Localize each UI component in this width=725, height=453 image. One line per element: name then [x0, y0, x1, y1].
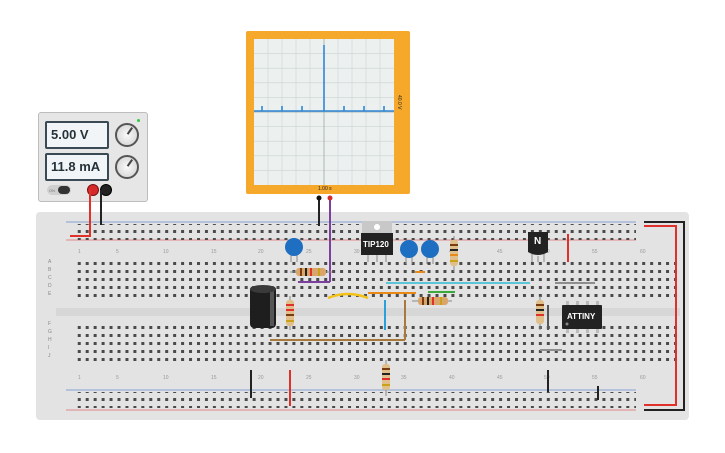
electrolytic-capacitor[interactable] [250, 285, 276, 328]
ceramic-capacitor-3[interactable] [421, 240, 439, 264]
row-letters-top: A B C D E [48, 258, 52, 298]
scope-time-per-div: 1.00 s [318, 186, 332, 192]
right-black-rail-wire[interactable] [644, 221, 685, 411]
ceramic-capacitor-2[interactable] [400, 240, 418, 264]
row-letter: G [48, 329, 52, 335]
resistor-horizontal-2[interactable] [412, 297, 452, 305]
resistor-horizontal-1[interactable] [290, 268, 332, 276]
scope-volts-per-div: 40.0 V [396, 95, 402, 110]
attiny-label: ATTINY [567, 312, 596, 321]
current-display: 11.8 mA [45, 153, 109, 181]
npn-transistor-label: N [534, 236, 542, 247]
column-number: 35 [401, 375, 407, 381]
column-number: 15 [211, 375, 217, 381]
yellow-jumper[interactable] [327, 292, 369, 300]
tip120-transistor[interactable] [361, 221, 393, 262]
tip120-label: TIP120 [363, 240, 389, 249]
row-letter: A [48, 259, 52, 265]
power-led [137, 119, 140, 122]
column-number: 10 [163, 375, 169, 381]
column-number: 30 [354, 375, 360, 381]
resistor-vertical-3[interactable] [382, 360, 390, 396]
row-letter: I [48, 345, 50, 351]
column-number: 20 [258, 249, 264, 255]
column-number: 1 [78, 375, 81, 381]
column-number: 5 [116, 375, 119, 381]
resistor-vertical-4[interactable] [536, 296, 544, 330]
right-red-rail-wire[interactable] [644, 225, 677, 406]
column-number: 10 [163, 249, 169, 255]
column-number: 45 [497, 249, 503, 255]
column-number: 1 [78, 249, 81, 255]
row-letter: H [48, 337, 52, 343]
column-number: 15 [211, 249, 217, 255]
power-switch-knob [58, 186, 70, 194]
column-number: 40 [449, 375, 455, 381]
column-number: 25 [306, 249, 312, 255]
scope-grid [254, 39, 394, 185]
power-switch-label: ON [49, 188, 55, 193]
center-channel [56, 308, 680, 316]
column-number: 55 [592, 375, 598, 381]
scope-screen [254, 39, 394, 185]
row-letters-bottom: F G H I J [48, 320, 52, 360]
column-number: 5 [116, 249, 119, 255]
npn-transistor[interactable] [528, 232, 548, 262]
row-letter: B [48, 267, 52, 273]
supply-red-wire[interactable] [70, 190, 91, 237]
row-letter: C [48, 275, 52, 281]
column-number: 60 [640, 249, 646, 255]
voltage-display: 5.00 V [45, 121, 109, 149]
bottom-power-rail[interactable] [76, 392, 636, 408]
row-letter: J [48, 353, 51, 359]
column-number: 30 [354, 249, 360, 255]
attiny-chip[interactable] [562, 301, 602, 333]
column-number: 50 [544, 375, 550, 381]
voltage-knob[interactable] [115, 123, 139, 147]
resistor-vertical-1[interactable] [286, 296, 294, 330]
top-power-rail[interactable] [76, 224, 636, 240]
scope-signal-terminal[interactable] [327, 195, 333, 201]
column-number: 55 [592, 249, 598, 255]
resistor-vertical-2[interactable] [450, 236, 458, 272]
oscilloscope[interactable]: 1.00 s 40.0 V [246, 31, 410, 194]
dc-power-supply[interactable]: 5.00 V 11.8 mA ON [38, 112, 148, 202]
ceramic-capacitor-1[interactable] [285, 238, 303, 262]
column-number: 20 [258, 375, 264, 381]
power-switch[interactable]: ON [47, 185, 71, 195]
scope-ground-terminal[interactable] [316, 195, 322, 201]
column-number: 25 [306, 375, 312, 381]
row-letter: F [48, 321, 52, 327]
breadboard-holes [56, 221, 680, 411]
scope-trace [254, 45, 394, 112]
current-knob[interactable] [115, 155, 139, 179]
row-letter: D [48, 283, 52, 289]
column-number: 60 [640, 375, 646, 381]
row-letter: E [48, 291, 52, 297]
column-number: 45 [497, 375, 503, 381]
